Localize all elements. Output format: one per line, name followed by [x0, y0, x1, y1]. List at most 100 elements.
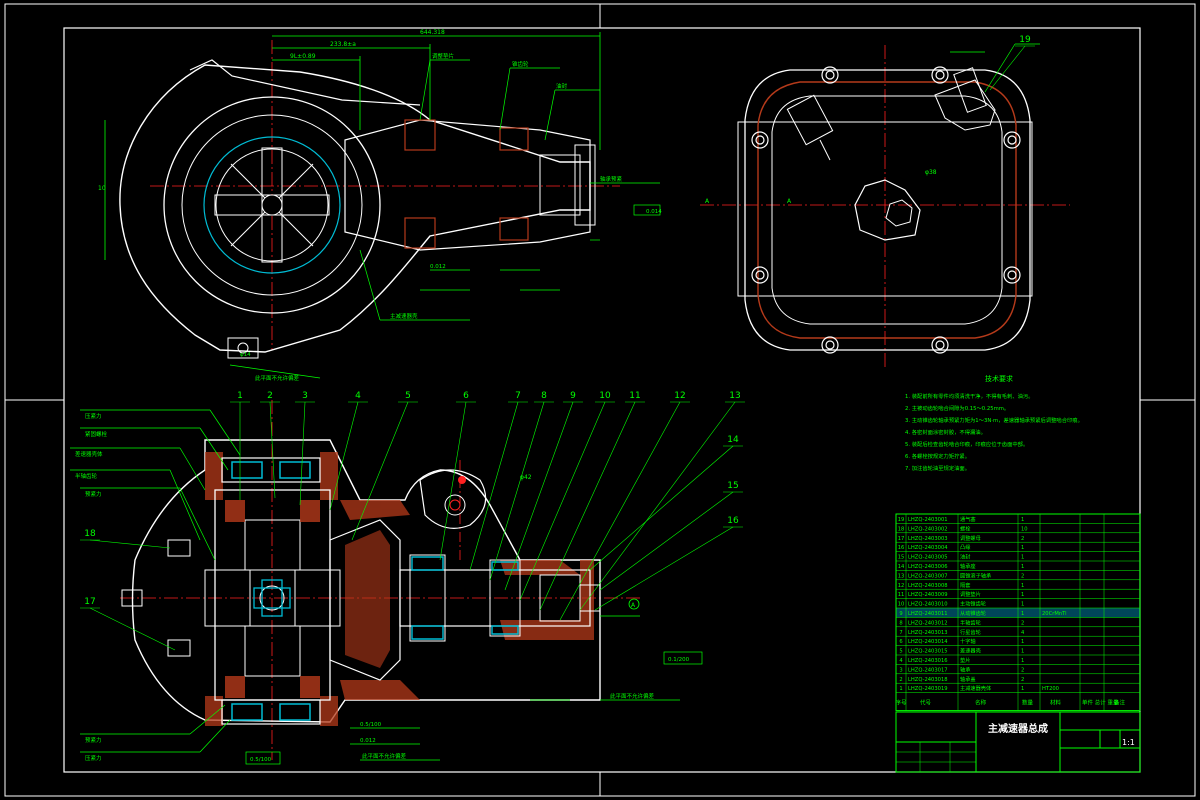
section-housing-outline: [131, 439, 601, 723]
balloon-label: 19: [1019, 35, 1031, 45]
cover-leaders: [950, 43, 1040, 93]
diff-gears: [204, 519, 341, 677]
datum-a-label: A: [631, 602, 636, 609]
balloon-leader: [89, 607, 176, 651]
table-cell-name: 主减速器壳体: [960, 684, 992, 692]
table-cell-qty: 1: [1021, 611, 1024, 617]
table-cell-qty: 1: [1021, 583, 1024, 589]
table-cell-no: 1: [899, 686, 902, 692]
drawing-title: 主减速器总成: [988, 722, 1048, 735]
note-bottom-1: 此平面不允许偏差: [255, 374, 300, 382]
table-cell-no: 19: [898, 517, 905, 523]
table-cell-qty: 2: [1021, 620, 1024, 626]
table-cell-name: 轴承: [960, 665, 971, 673]
table-cell-code: LHZQ-2403008: [908, 583, 948, 589]
balloon-label: 13: [729, 391, 740, 401]
cover-view: [700, 45, 1070, 370]
cover-gasket: [757, 81, 1017, 339]
table-cell-name: 半轴齿轮: [960, 618, 981, 626]
balloon-leader: [489, 401, 545, 581]
pinion-shaft-side: [344, 119, 596, 251]
dim-overall-length: 644.318: [420, 29, 445, 36]
table-cell-code: LHZQ-2403003: [908, 536, 948, 542]
table-cell-no: 10: [898, 602, 905, 608]
table-cell-no: 14: [898, 564, 905, 570]
table-cell-no: 16: [898, 545, 905, 551]
cover-mount-plate: [737, 121, 1033, 297]
note-left-2: 紧固螺栓: [85, 430, 108, 438]
table-header-no: 序号: [895, 699, 907, 707]
table-cell-code: LHZQ-2403017: [908, 667, 948, 673]
balloon-label: 9: [570, 391, 576, 401]
table-cell-no: 8: [899, 620, 902, 626]
tech-req-line: 2. 主被动齿轮啮合间隙为0.15～0.25mm。: [905, 404, 1009, 412]
balloon-label: 8: [541, 391, 547, 401]
dim-top-b: 9L±0.89: [290, 53, 316, 60]
tol-2: 0.012: [430, 264, 446, 270]
table-cell-code: LHZQ-2403012: [908, 620, 948, 626]
balloon-leader: [299, 401, 306, 506]
balloon-label: 10: [599, 391, 611, 401]
table-cell-no: 2: [899, 677, 902, 683]
balloon-label: 2: [267, 391, 273, 401]
diff-accents: [253, 579, 291, 617]
balloon-label: 17: [84, 597, 95, 607]
table-cell-name: 主动锥齿轮: [960, 600, 986, 608]
table-cell-code: LHZQ-2403018: [908, 677, 948, 683]
table-cell-no: 12: [898, 583, 905, 589]
tolerance-frame-1: [633, 204, 661, 216]
table-cell-qty: 1: [1021, 602, 1024, 608]
table-cell-name: 油封: [960, 553, 970, 561]
tech-req-line: 5. 装配后检查齿轮啮合印痕，印痕应位于齿面中部。: [905, 440, 1028, 448]
table-cell-code: LHZQ-2403001: [908, 517, 948, 523]
balloon-leader: [89, 539, 171, 549]
note-top-2: 锥齿轮: [512, 60, 529, 68]
table-cell-name: 垫片: [960, 656, 970, 664]
diff-hatch: [225, 500, 320, 698]
breather-plug: [953, 67, 987, 113]
bearing-top: [221, 457, 321, 483]
table-cell-name: 从动锥齿轮: [960, 609, 986, 617]
balloon-leader: [989, 45, 1026, 91]
balloon-leader: [539, 401, 636, 611]
note-left-7: 压紧力: [85, 754, 102, 762]
housing-outline: [119, 64, 591, 353]
tolerance-frame-2: [663, 651, 703, 665]
balloon-label: 6: [463, 391, 469, 401]
balloon-leader: [439, 401, 467, 561]
table-cell-name: 螺栓: [960, 524, 971, 532]
table-header-code: 代号: [920, 699, 932, 707]
table-cell-qty: 2: [1021, 536, 1024, 542]
balloon-label: 5: [405, 391, 411, 401]
table-cell-qty: 1: [1021, 517, 1024, 523]
table-cell-no: 3: [899, 667, 902, 673]
ring-gear-section: [329, 519, 401, 681]
table-cell-code: LHZQ-2403004: [908, 545, 948, 551]
table-header-qty: 数量: [1022, 699, 1034, 707]
balloon-leader: [594, 526, 734, 611]
housing-lug: [419, 469, 487, 529]
note-left-4: 半轴齿轮: [75, 472, 98, 480]
table-cell-name: 通气塞: [960, 515, 976, 523]
balloon-leader: [469, 401, 519, 571]
table-cell-name: 凸缘: [960, 543, 970, 551]
table-header-mat: 材料: [1050, 699, 1062, 707]
table-cell-qty: 10: [1021, 526, 1028, 532]
note-top-1: 调整垫片: [432, 52, 454, 60]
tol-4: 0.1/200: [668, 657, 690, 663]
table-cell-qty: 2: [1021, 667, 1024, 673]
housing-circle-outer: [163, 96, 381, 314]
lug-hole: [444, 494, 466, 516]
tech-req-line: 7. 加注齿轮油至规定油面。: [905, 464, 970, 472]
table-cell-code: LHZQ-2403013: [908, 630, 948, 636]
table-cell-qty: 1: [1021, 649, 1024, 655]
table-cell-code: LHZQ-2403002: [908, 526, 948, 532]
tech-req-line: 4. 各密封面涂密封胶，不得漏油。: [905, 428, 986, 436]
breather-boss: [934, 79, 996, 131]
cover-inner: [771, 95, 1003, 325]
table-cell-qty: 1: [1021, 555, 1024, 561]
table-cell-mat: 20CrMnTi: [1042, 611, 1067, 617]
